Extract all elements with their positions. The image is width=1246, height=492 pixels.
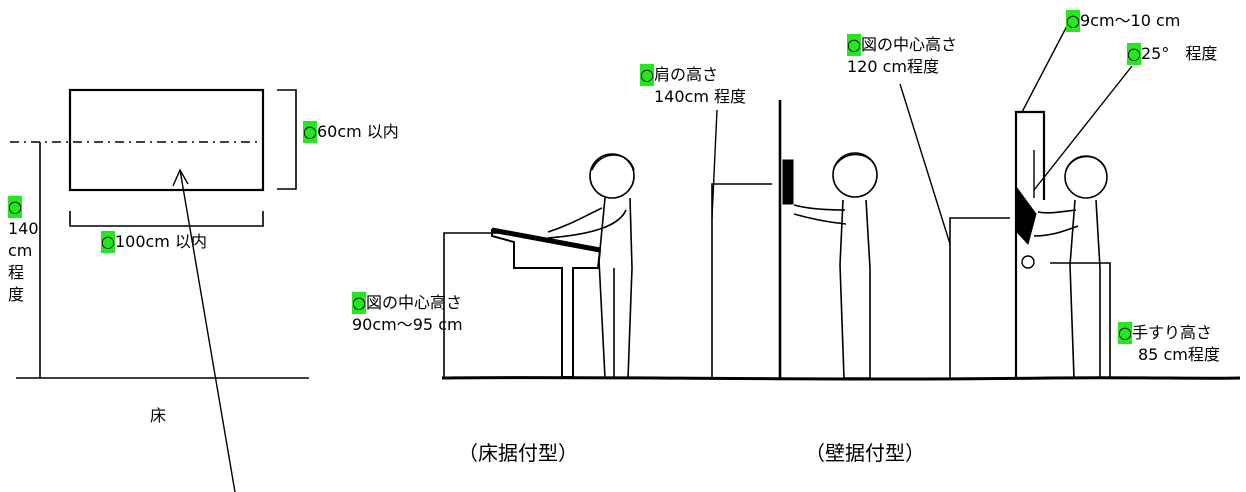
height-limit-label: ○60cm 以内 xyxy=(303,121,399,143)
wall-ref-block xyxy=(949,217,1010,378)
width-limit-label: ○100cm 以内 xyxy=(101,231,207,253)
person-figure-floor xyxy=(547,153,635,379)
marker-icon: ○ xyxy=(8,196,22,218)
shoulder-height-label: ○肩の高さ 140cm 程度 xyxy=(640,64,747,106)
leader-wall-center xyxy=(899,83,951,245)
elevation-label: ○ 140 cm 程 度 xyxy=(8,196,39,304)
map-board-front-view xyxy=(10,88,309,492)
height-bracket xyxy=(277,89,297,190)
stand-top-edge xyxy=(491,227,601,253)
marker-icon: ○ xyxy=(1127,43,1141,65)
width-bracket xyxy=(69,211,264,227)
leader-depth xyxy=(1021,23,1069,113)
floor-ref-block xyxy=(443,232,500,378)
installation-side-view xyxy=(441,23,1241,381)
wall-map-panel xyxy=(782,159,794,205)
marker-icon: ○ xyxy=(352,292,366,314)
tilted-map-panel xyxy=(1016,186,1037,246)
wall-line-2 xyxy=(1014,110,1046,378)
shoulder-block xyxy=(711,183,772,378)
handrail-line xyxy=(1050,262,1111,378)
marker-icon: ○ xyxy=(847,34,861,56)
panel-depth-label: ○9cm～10 cm xyxy=(1066,10,1181,32)
handrail-knob xyxy=(1021,255,1035,269)
panel-angle-label: ○25° 程度 xyxy=(1127,43,1218,65)
floor-label: 床 xyxy=(150,406,167,425)
marker-icon: ○ xyxy=(303,121,317,143)
person-figure-wall-mounted xyxy=(1033,155,1108,379)
marker-icon: ○ xyxy=(101,231,115,253)
arrow-head xyxy=(172,168,189,187)
marker-icon: ○ xyxy=(640,64,654,86)
wall-center-height-label: ○図の中心高さ 120 cm程度 xyxy=(847,34,957,76)
marker-icon: ○ xyxy=(1066,10,1080,32)
person-figure-wall xyxy=(793,152,878,379)
center-pointer-arrow xyxy=(179,169,236,492)
marker-icon: ○ xyxy=(1118,322,1132,344)
floor-center-height-label: ○図の中心高さ 90cm～95 cm xyxy=(352,292,463,334)
floor-stand xyxy=(491,228,602,378)
leader-shoulder xyxy=(711,109,718,219)
handrail-height-label: ○手すり高さ 85 cm程度 xyxy=(1118,322,1220,364)
caption-floor-standing: （床据付型） xyxy=(458,441,578,465)
leader-angle xyxy=(1033,65,1133,191)
caption-wall-mounted: （壁据付型） xyxy=(805,441,925,465)
map-board-rect xyxy=(68,88,265,192)
